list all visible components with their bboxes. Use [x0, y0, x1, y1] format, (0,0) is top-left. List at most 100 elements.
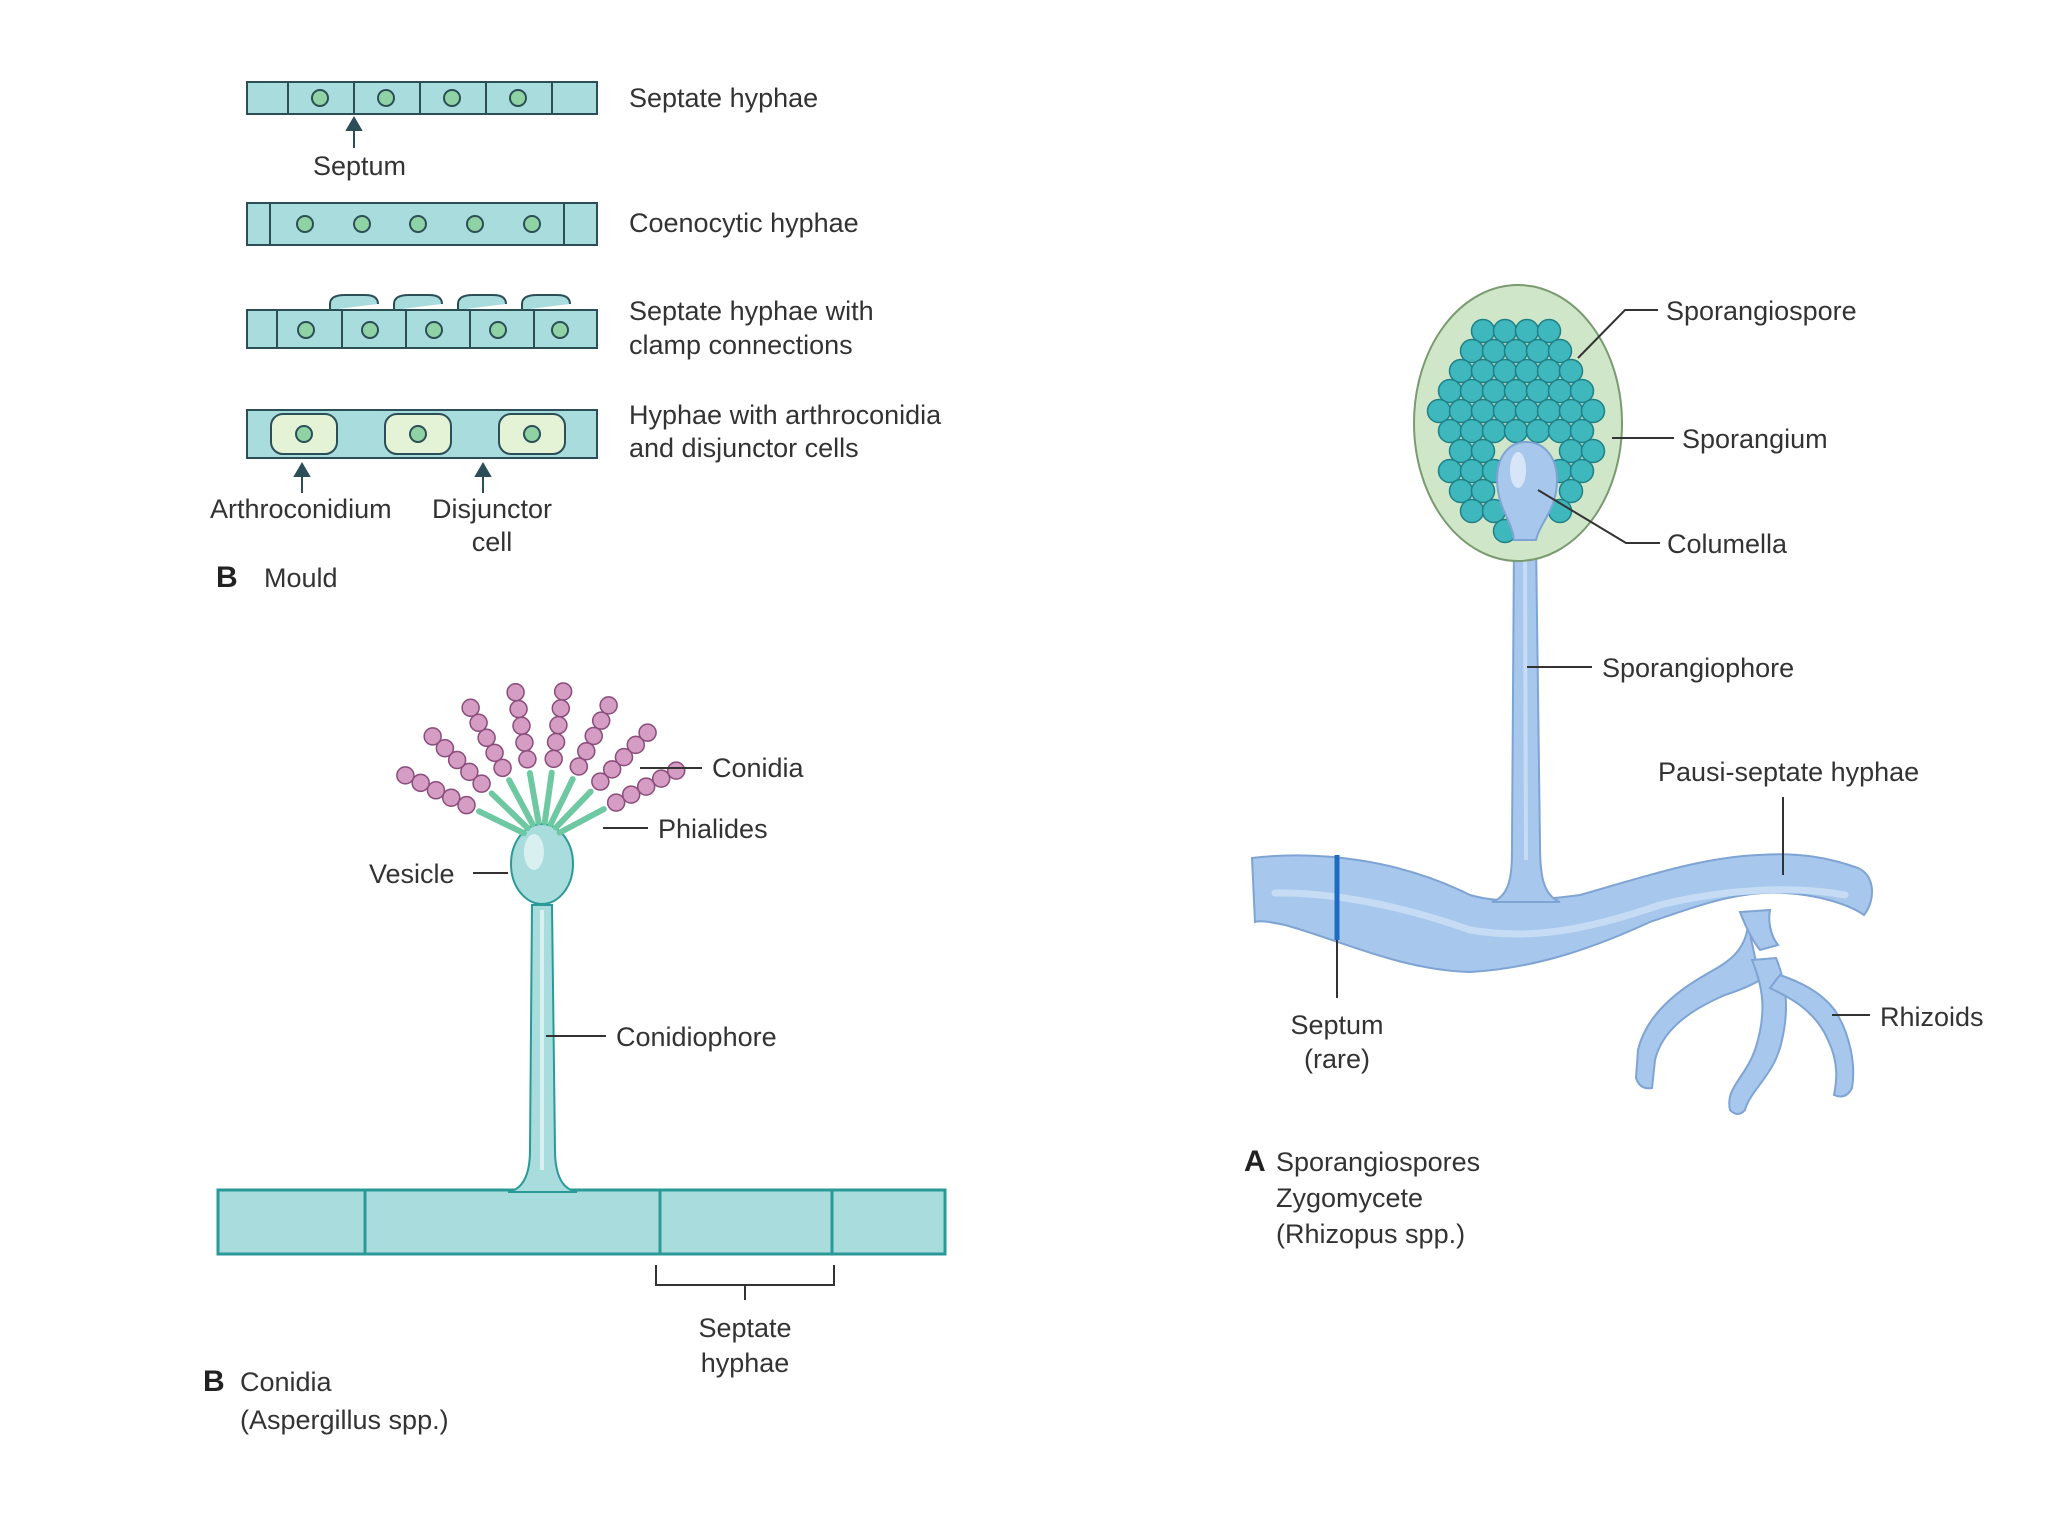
rhizoids: [1634, 908, 1855, 1115]
sporangiospore: [1437, 378, 1463, 404]
conidia-panel-letter: B: [203, 1365, 225, 1398]
conidium: [602, 760, 622, 779]
conidium: [544, 749, 563, 769]
sporangiospore: [1492, 318, 1518, 344]
rhizopus-labels: Sporangiospore Sporangium Columella Spor…: [1244, 296, 1984, 1249]
sporangiospore: [1547, 378, 1573, 404]
septum-rare-label-line2: (rare): [1304, 1044, 1370, 1074]
conidia-label: Conidia: [712, 753, 805, 783]
coenocytic-hyphae-label: Coenocytic hyphae: [629, 208, 859, 238]
sporangiospore: [1558, 358, 1584, 384]
sporangiospore: [1459, 418, 1485, 444]
arthroconidia-hypha-diagram: [246, 409, 598, 459]
sporangiospore-label: Sporangiospore: [1666, 296, 1857, 326]
columella-label: Columella: [1667, 529, 1788, 559]
conidium: [426, 781, 446, 800]
phialide: [488, 790, 531, 832]
phialide: [541, 769, 555, 826]
sporangiospore: [1448, 398, 1474, 424]
aspergillus-labels: Conidia Phialides Vesicle Conidiophore S…: [203, 753, 805, 1435]
mould-labels: Septate hyphae Septum Coenocytic hyphae …: [210, 83, 942, 594]
sporangiospore: [1426, 398, 1452, 424]
sporangiospore: [1470, 438, 1496, 464]
sporangiospore: [1547, 418, 1573, 444]
mould-panel-title: Mould: [264, 563, 338, 593]
sporangiospore: [1580, 398, 1606, 424]
conidium: [447, 750, 467, 770]
phialide: [526, 770, 542, 826]
sporangiospore: [1525, 418, 1551, 444]
sporangiospore: [1558, 398, 1584, 424]
sporangiospore: [1569, 458, 1595, 484]
conidium: [515, 733, 534, 752]
conidium: [636, 777, 656, 796]
pausi-septate-hypha: [1250, 853, 1873, 974]
sporangiospore: [1525, 338, 1551, 364]
sporangiospore: [1525, 378, 1551, 404]
conidium: [518, 750, 537, 769]
conidium: [512, 716, 531, 736]
aspergillus-leaders: [473, 767, 702, 1037]
sporangiospore: [1536, 318, 1562, 344]
conidium: [546, 732, 566, 752]
sporangiospore: [1448, 478, 1474, 504]
phialide: [552, 788, 594, 831]
conidium: [606, 793, 626, 812]
conidium: [477, 728, 496, 748]
phialides-label: Phialides: [658, 814, 768, 844]
conidium: [553, 682, 573, 701]
sporangiospore: [1459, 498, 1485, 524]
conidium: [469, 713, 488, 733]
sporangio-panel-line3: (Rhizopus spp.): [1276, 1219, 1465, 1249]
conidium: [485, 743, 504, 763]
phialide: [506, 777, 536, 828]
sporangiospore: [1437, 458, 1463, 484]
sporangiospore: [1481, 338, 1507, 364]
septate-hyphae-bracket: [655, 1265, 835, 1300]
aspergillus-diagram: [216, 823, 947, 1256]
sporangiospore: [1514, 398, 1540, 424]
sporangiospore: [1437, 418, 1463, 444]
conidium: [621, 785, 641, 804]
conidia-panel-subtitle: (Aspergillus spp.): [240, 1405, 449, 1435]
sporangiospore: [1459, 378, 1485, 404]
sporangiospore-cluster: [1426, 318, 1606, 544]
sporangiospore: [1448, 438, 1474, 464]
disjunctor-label-line2: cell: [472, 527, 513, 557]
sporangiospore: [1503, 378, 1529, 404]
conidium: [493, 758, 512, 778]
sporangiospore: [1558, 478, 1584, 504]
conidia-panel-title: Conidia: [240, 1367, 333, 1397]
arthroconidia-label-line2: and disjunctor cells: [629, 433, 859, 463]
sporangiospore: [1481, 378, 1507, 404]
sporangiospore: [1536, 358, 1562, 384]
arthroconidium-arrow: [293, 462, 311, 493]
sporangiospore: [1558, 438, 1584, 464]
sporangiospore: [1536, 398, 1562, 424]
conidium: [396, 766, 415, 785]
aspergillus-conidial-head: [396, 682, 686, 837]
arthroconidium-label: Arthroconidium: [210, 494, 392, 524]
conidium: [423, 727, 442, 746]
conidium: [599, 696, 618, 715]
conidium: [577, 741, 596, 761]
septum-rare-label-line1: Septum: [1290, 1010, 1383, 1040]
sporangiospore: [1459, 458, 1485, 484]
arthroconidia-label-line1: Hyphae with arthroconidia: [629, 400, 942, 430]
conidium: [651, 769, 671, 788]
clamp-label-line1: Septate hyphae with: [629, 296, 874, 326]
vesicle-label: Vesicle: [369, 859, 455, 889]
sporangiospore: [1481, 418, 1507, 444]
conidium: [591, 711, 611, 730]
disjunctor-arrow: [474, 462, 492, 493]
conidiophore-label: Conidiophore: [616, 1022, 777, 1052]
phialide: [547, 776, 576, 828]
sporangiospore: [1459, 338, 1485, 364]
conidium: [638, 723, 657, 742]
pausi-septate-label: Pausi-septate hyphae: [1658, 757, 1919, 787]
sporangiospore: [1470, 358, 1496, 384]
rhizoids-label: Rhizoids: [1880, 1002, 1984, 1032]
conidium: [551, 699, 571, 718]
sporangio-panel-letter: A: [1244, 1145, 1266, 1178]
